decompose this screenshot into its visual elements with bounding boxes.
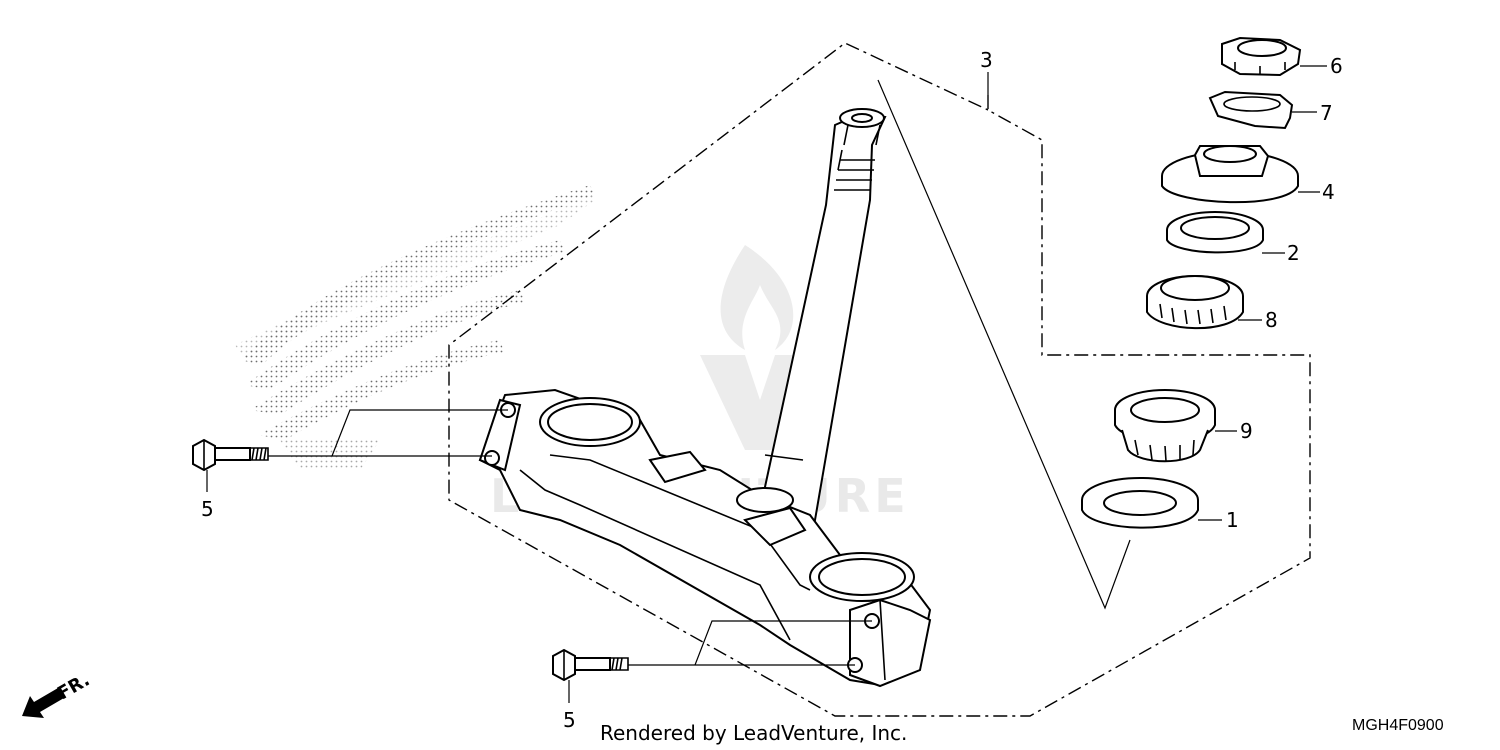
assembly-boundary-part-3 xyxy=(448,42,1311,717)
lock-nut-part-6 xyxy=(1221,36,1302,77)
callout-8: 8 xyxy=(1265,308,1278,332)
front-direction-arrow-icon xyxy=(22,688,64,718)
callout-3: 3 xyxy=(980,48,993,72)
callout-9: 9 xyxy=(1240,419,1253,443)
adjusting-nut-part-4 xyxy=(1161,145,1299,204)
stem-leader-lines xyxy=(877,79,1131,610)
rendered-by-credit: Rendered by LeadVenture, Inc. xyxy=(600,721,907,745)
honda-wing-logo-dotted xyxy=(235,185,595,470)
callout-5a: 5 xyxy=(201,497,214,521)
steering-stem xyxy=(758,108,887,522)
lower-dust-seal-part-1 xyxy=(1081,477,1199,529)
diagram-code: MGH4F0900 xyxy=(1352,717,1444,734)
callout-6: 6 xyxy=(1330,54,1343,78)
callout-7: 7 xyxy=(1320,101,1333,125)
dust-seal-part-2 xyxy=(1166,211,1264,254)
bolt-bottom xyxy=(552,648,629,682)
bolt-bottom-bracket xyxy=(694,620,872,666)
callout-1: 1 xyxy=(1226,508,1239,532)
lower-bearing-part-9 xyxy=(1114,389,1216,463)
bolt-left xyxy=(192,438,269,472)
callout-4: 4 xyxy=(1322,180,1335,204)
steering-stem-lower-bracket xyxy=(478,388,932,688)
callout-5b: 5 xyxy=(563,708,576,732)
upper-bearing-part-8 xyxy=(1146,275,1244,330)
bolt-left-bracket xyxy=(331,409,508,457)
callout-2: 2 xyxy=(1287,241,1300,265)
lock-washer-part-7 xyxy=(1208,90,1294,130)
